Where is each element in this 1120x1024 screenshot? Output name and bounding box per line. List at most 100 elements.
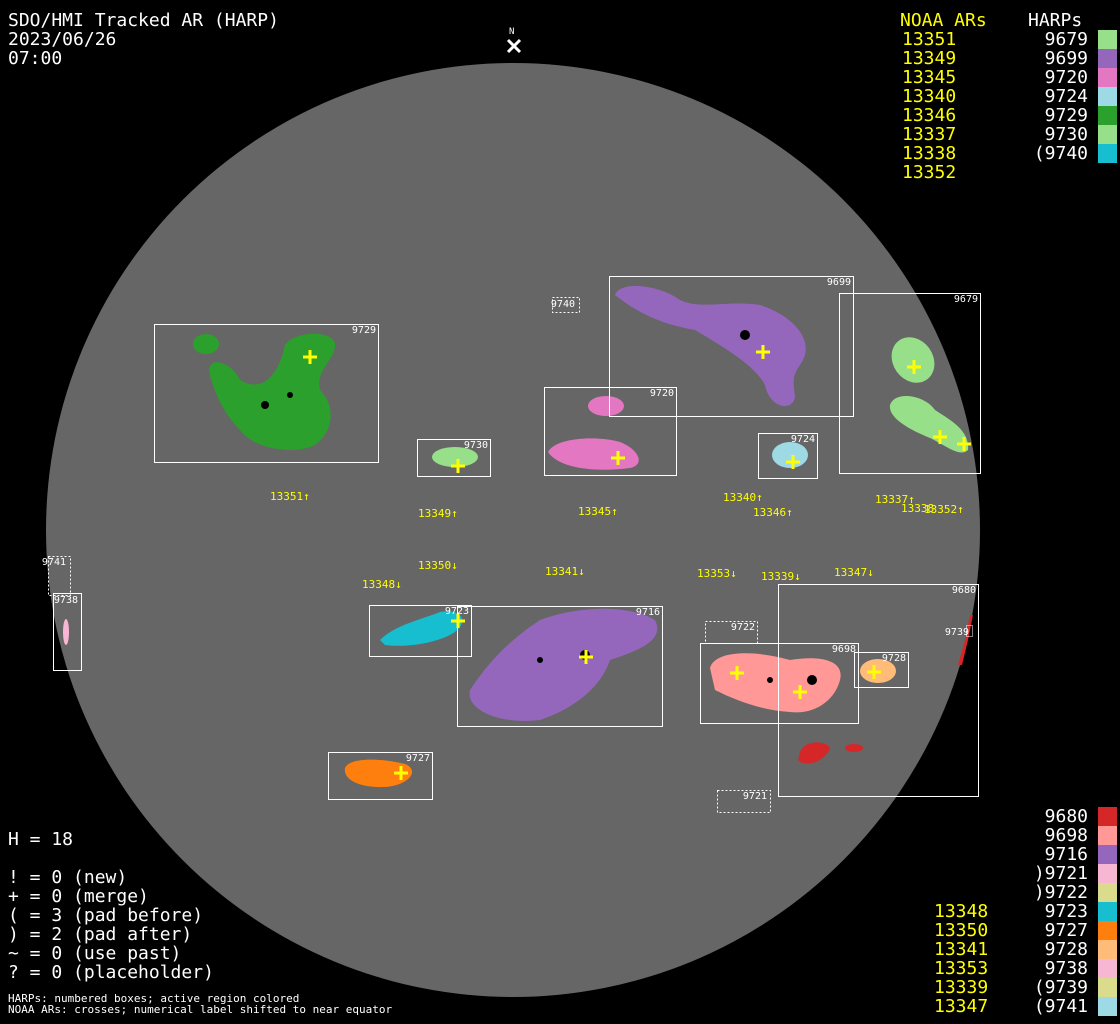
region-9730 bbox=[432, 447, 478, 467]
region-9680-b bbox=[845, 744, 863, 752]
harp-box-9727 bbox=[328, 752, 433, 800]
noaa-cross-icon bbox=[394, 766, 408, 780]
region-9729 bbox=[209, 333, 335, 450]
stat-line: ) = 2 (pad after) bbox=[8, 924, 193, 945]
region-9723 bbox=[380, 611, 463, 646]
harp-box-label: 9728 bbox=[881, 653, 906, 664]
footnote-noaa: NOAA ARs: crosses; numerical label shift… bbox=[8, 1003, 393, 1016]
harp-color-swatch bbox=[1098, 30, 1117, 49]
harp-box-9741 bbox=[48, 556, 71, 596]
harp-id: 9729 bbox=[1044, 105, 1088, 126]
harp-color-swatch bbox=[1098, 49, 1117, 68]
harp-color-swatch bbox=[1098, 978, 1117, 997]
harp-box-label: 9727 bbox=[405, 753, 430, 764]
harp-box-9728 bbox=[854, 652, 909, 688]
harp-list-item: 9738 bbox=[980, 959, 1120, 978]
region-9738 bbox=[63, 619, 69, 645]
harp-box-9698 bbox=[700, 643, 859, 724]
noaa-ar-label: 13350↓ bbox=[418, 559, 458, 572]
harp-list-item: (9739 bbox=[980, 978, 1120, 997]
harp-id: (9739 bbox=[1033, 977, 1088, 998]
harp-list-item: (9741 bbox=[980, 997, 1120, 1016]
noaa-ar-label: 13341↓ bbox=[545, 565, 585, 578]
harp-box-9729 bbox=[154, 324, 379, 463]
bottom-noaa-item: 13341 bbox=[934, 939, 989, 960]
harp-box-9724 bbox=[758, 433, 818, 479]
harp-id: )9722 bbox=[1033, 882, 1088, 903]
top-noaa-item: 13340 bbox=[902, 86, 957, 107]
harp-color-swatch bbox=[1098, 144, 1117, 163]
harp-box-label: 9680 bbox=[951, 585, 976, 596]
page-title: SDO/HMI Tracked AR (HARP) bbox=[8, 10, 279, 31]
harp-color-swatch bbox=[1098, 940, 1117, 959]
region-9680-limb bbox=[958, 615, 973, 665]
harp-list-item: 9698 bbox=[980, 826, 1120, 845]
harp-boxes bbox=[48, 276, 981, 813]
noaa-ar-label: 13349↑ bbox=[418, 507, 458, 520]
harp-id: 9724 bbox=[1044, 86, 1088, 107]
noaa-cross-icon bbox=[793, 685, 807, 699]
harp-id: 9728 bbox=[1044, 939, 1088, 960]
noaa-ar-label: 13346↑ bbox=[753, 506, 793, 519]
harp-box-label: 9724 bbox=[790, 434, 815, 445]
harp-id: 9730 bbox=[1044, 124, 1088, 145]
harp-box-9720 bbox=[544, 387, 677, 476]
noaa-cross-icon bbox=[867, 665, 881, 679]
top-noaa-item: 13351 bbox=[902, 29, 957, 50]
noaa-cross-icon bbox=[907, 360, 921, 374]
top-noaa-item: 13346 bbox=[902, 105, 957, 126]
harp-id: )9721 bbox=[1033, 863, 1088, 884]
bottom-noaa-item: 13353 bbox=[934, 958, 989, 979]
noaa-cross-icon bbox=[786, 455, 800, 469]
stat-line: ? = 0 (placeholder) bbox=[8, 962, 214, 983]
top-noaa-item: 13349 bbox=[902, 48, 957, 69]
harp-list-item: 9723 bbox=[980, 902, 1120, 921]
harp-box-9699 bbox=[609, 276, 854, 417]
region-9720-a bbox=[588, 396, 624, 416]
harp-color-swatch bbox=[1098, 807, 1117, 826]
harp-box-9739 bbox=[966, 625, 973, 637]
harp-list-item: 9720 bbox=[980, 68, 1120, 87]
harp-list-item: 9730 bbox=[980, 125, 1120, 144]
harp-id: 9738 bbox=[1044, 958, 1088, 979]
noaa-cross-icon bbox=[579, 650, 593, 664]
harp-box-9721 bbox=[717, 790, 771, 813]
noaa-ar-label: 13352↑ bbox=[924, 503, 964, 516]
noaa-ar-label: 13351↑ bbox=[270, 490, 310, 503]
noaa-crosses bbox=[303, 345, 971, 780]
harp-count: H = 18 bbox=[8, 829, 74, 850]
harp-box-9679 bbox=[839, 293, 981, 474]
top-noaa-item: 13338 bbox=[902, 143, 957, 164]
harp-color-swatch bbox=[1098, 125, 1117, 144]
harp-list-item: 9724 bbox=[980, 87, 1120, 106]
region-9727 bbox=[344, 759, 413, 788]
region-9729-part bbox=[193, 334, 219, 354]
harp-id: (9741 bbox=[1033, 996, 1088, 1017]
region-9716 bbox=[469, 608, 658, 721]
harp-box-label: 9723 bbox=[444, 606, 469, 617]
harp-list-item: 9716 bbox=[980, 845, 1120, 864]
region-9724 bbox=[772, 442, 808, 468]
noaa-cross-icon bbox=[756, 345, 770, 359]
harp-color-swatch bbox=[1098, 68, 1117, 87]
harp-color-swatch bbox=[1098, 106, 1117, 125]
noaa-ar-label: 13337↑ bbox=[875, 493, 915, 506]
noaa-ar-label: 13345↑ bbox=[578, 505, 618, 518]
harp-box-label: 9740 bbox=[550, 299, 575, 310]
top-noaa-item: 13337 bbox=[902, 124, 957, 145]
harp-box-9716 bbox=[457, 606, 663, 727]
harp-color-swatch bbox=[1098, 864, 1117, 883]
harp-box-label: 9720 bbox=[649, 388, 674, 399]
harp-list-item: )9721 bbox=[980, 864, 1120, 883]
harp-box-label: 9699 bbox=[826, 277, 851, 288]
harp-box-9680 bbox=[778, 584, 979, 797]
solar-disk bbox=[46, 63, 980, 997]
harps-header: HARPs bbox=[1028, 10, 1083, 31]
stat-line: + = 0 (merge) bbox=[8, 886, 149, 907]
time-label: 07:00 bbox=[8, 48, 63, 69]
harp-list-item: 9699 bbox=[980, 49, 1120, 68]
harp-box-9723 bbox=[369, 605, 472, 657]
